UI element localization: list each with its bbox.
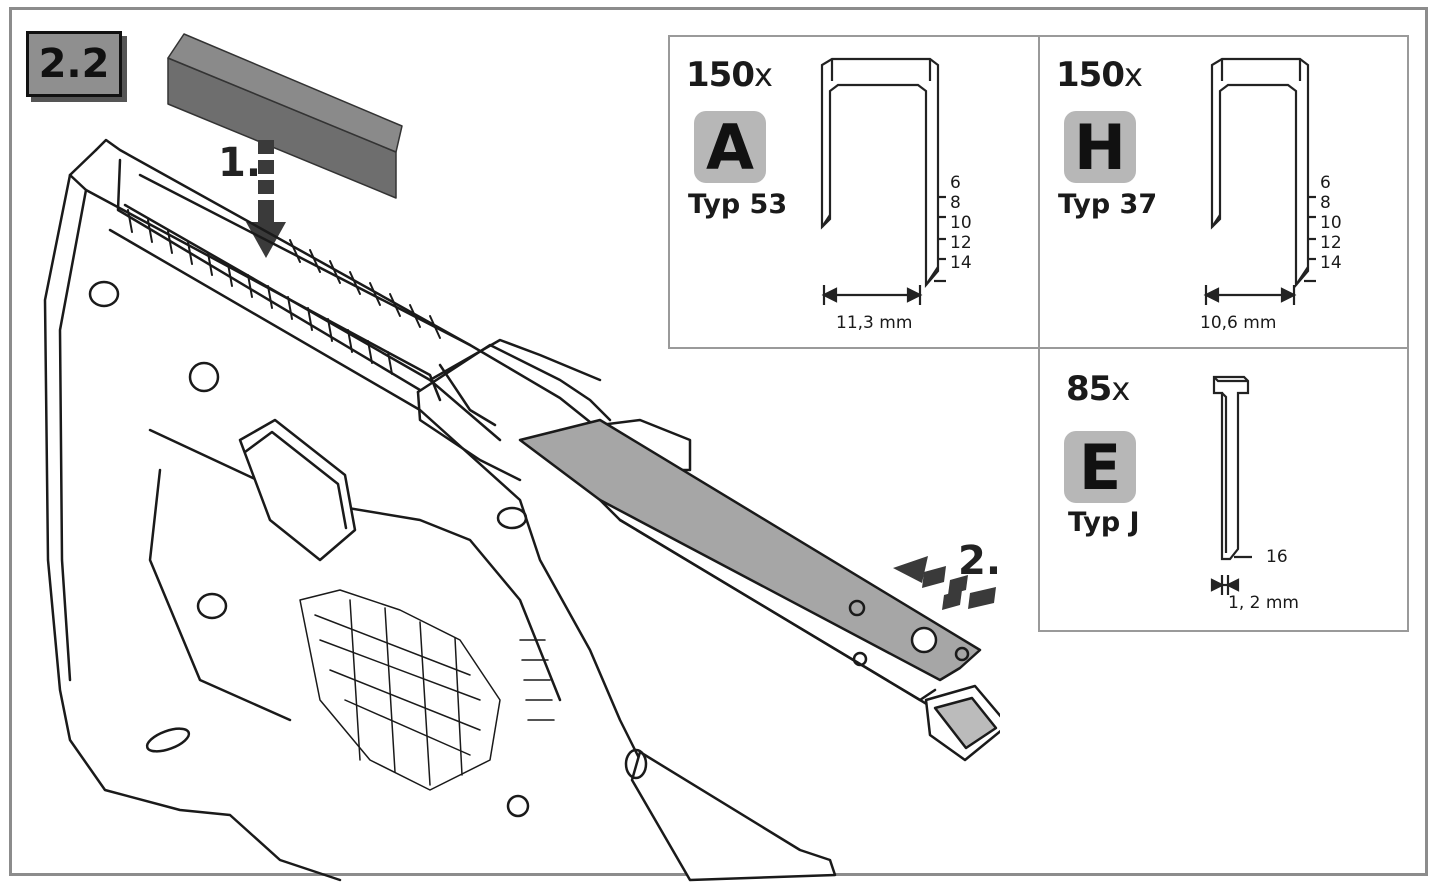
quantity-number: 150 xyxy=(686,55,755,95)
length-label: 14 xyxy=(1320,253,1342,273)
staple-quantity: 150x xyxy=(686,55,773,95)
staple-type-label: Typ 53 xyxy=(688,189,788,220)
magazine-rail xyxy=(518,418,1000,762)
staple-width: 11,3 mm xyxy=(836,313,913,333)
stapler-illustration xyxy=(43,33,1000,882)
step-number-badge: 2.2 xyxy=(26,31,122,97)
staple-width: 1, 2 mm xyxy=(1228,593,1299,613)
length-label: 12 xyxy=(950,233,972,253)
insert-rail-arrow xyxy=(893,556,996,610)
staple-width: 10,6 mm xyxy=(1200,313,1277,333)
staple-icon-a xyxy=(820,57,946,305)
quantity-mult: x xyxy=(1123,56,1143,94)
staple-strip xyxy=(167,33,403,199)
length-label: 6 xyxy=(950,173,961,193)
staple-cell-e: 85x E Typ J 16 1, 2 mm xyxy=(1038,347,1409,632)
pusher-rod xyxy=(624,748,837,882)
step-1-label: 1. xyxy=(218,140,262,186)
length-label: 8 xyxy=(950,193,961,213)
quantity-number: 150 xyxy=(1056,55,1125,95)
staple-letter-badge: E xyxy=(1064,431,1136,504)
grip-texture xyxy=(299,589,555,791)
staple-letter-badge: H xyxy=(1064,111,1136,184)
trigger xyxy=(238,418,357,562)
body-ribs xyxy=(127,209,441,375)
staple-lengths: 6 8 10 12 14 xyxy=(950,173,972,273)
staple-letter-badge: A xyxy=(694,111,766,184)
staple-icon-h xyxy=(1203,57,1316,305)
length-label: 10 xyxy=(950,213,972,233)
staple-cell-a: 150x A Typ 53 6 8 10 12 14 11,3 mm xyxy=(668,35,1040,349)
staple-icon-e xyxy=(1210,375,1252,595)
staple-type-label: Typ 37 xyxy=(1058,189,1158,220)
staple-quantity: 150x xyxy=(1056,55,1143,95)
staple-quantity: 85x xyxy=(1066,369,1130,409)
staple-length: 16 xyxy=(1266,547,1288,567)
staple-cell-h: 150x H Typ 37 6 8 10 12 14 10,6 mm xyxy=(1038,35,1409,349)
staple-type-table: 150x A Typ 53 6 8 10 12 14 11,3 mm 150x … xyxy=(668,35,1409,632)
quantity-mult: x xyxy=(753,56,773,94)
quantity-mult: x xyxy=(1111,370,1130,408)
staple-lengths: 6 8 10 12 14 xyxy=(1320,173,1342,273)
step-2-label: 2. xyxy=(958,538,1002,584)
length-label: 6 xyxy=(1320,173,1331,193)
quantity-number: 85 xyxy=(1066,369,1112,409)
length-label: 8 xyxy=(1320,193,1331,213)
length-label: 10 xyxy=(1320,213,1342,233)
length-label: 14 xyxy=(950,253,972,273)
staple-type-label: Typ J xyxy=(1068,507,1140,538)
stapler-body xyxy=(43,138,692,882)
length-label: 12 xyxy=(1320,233,1342,253)
